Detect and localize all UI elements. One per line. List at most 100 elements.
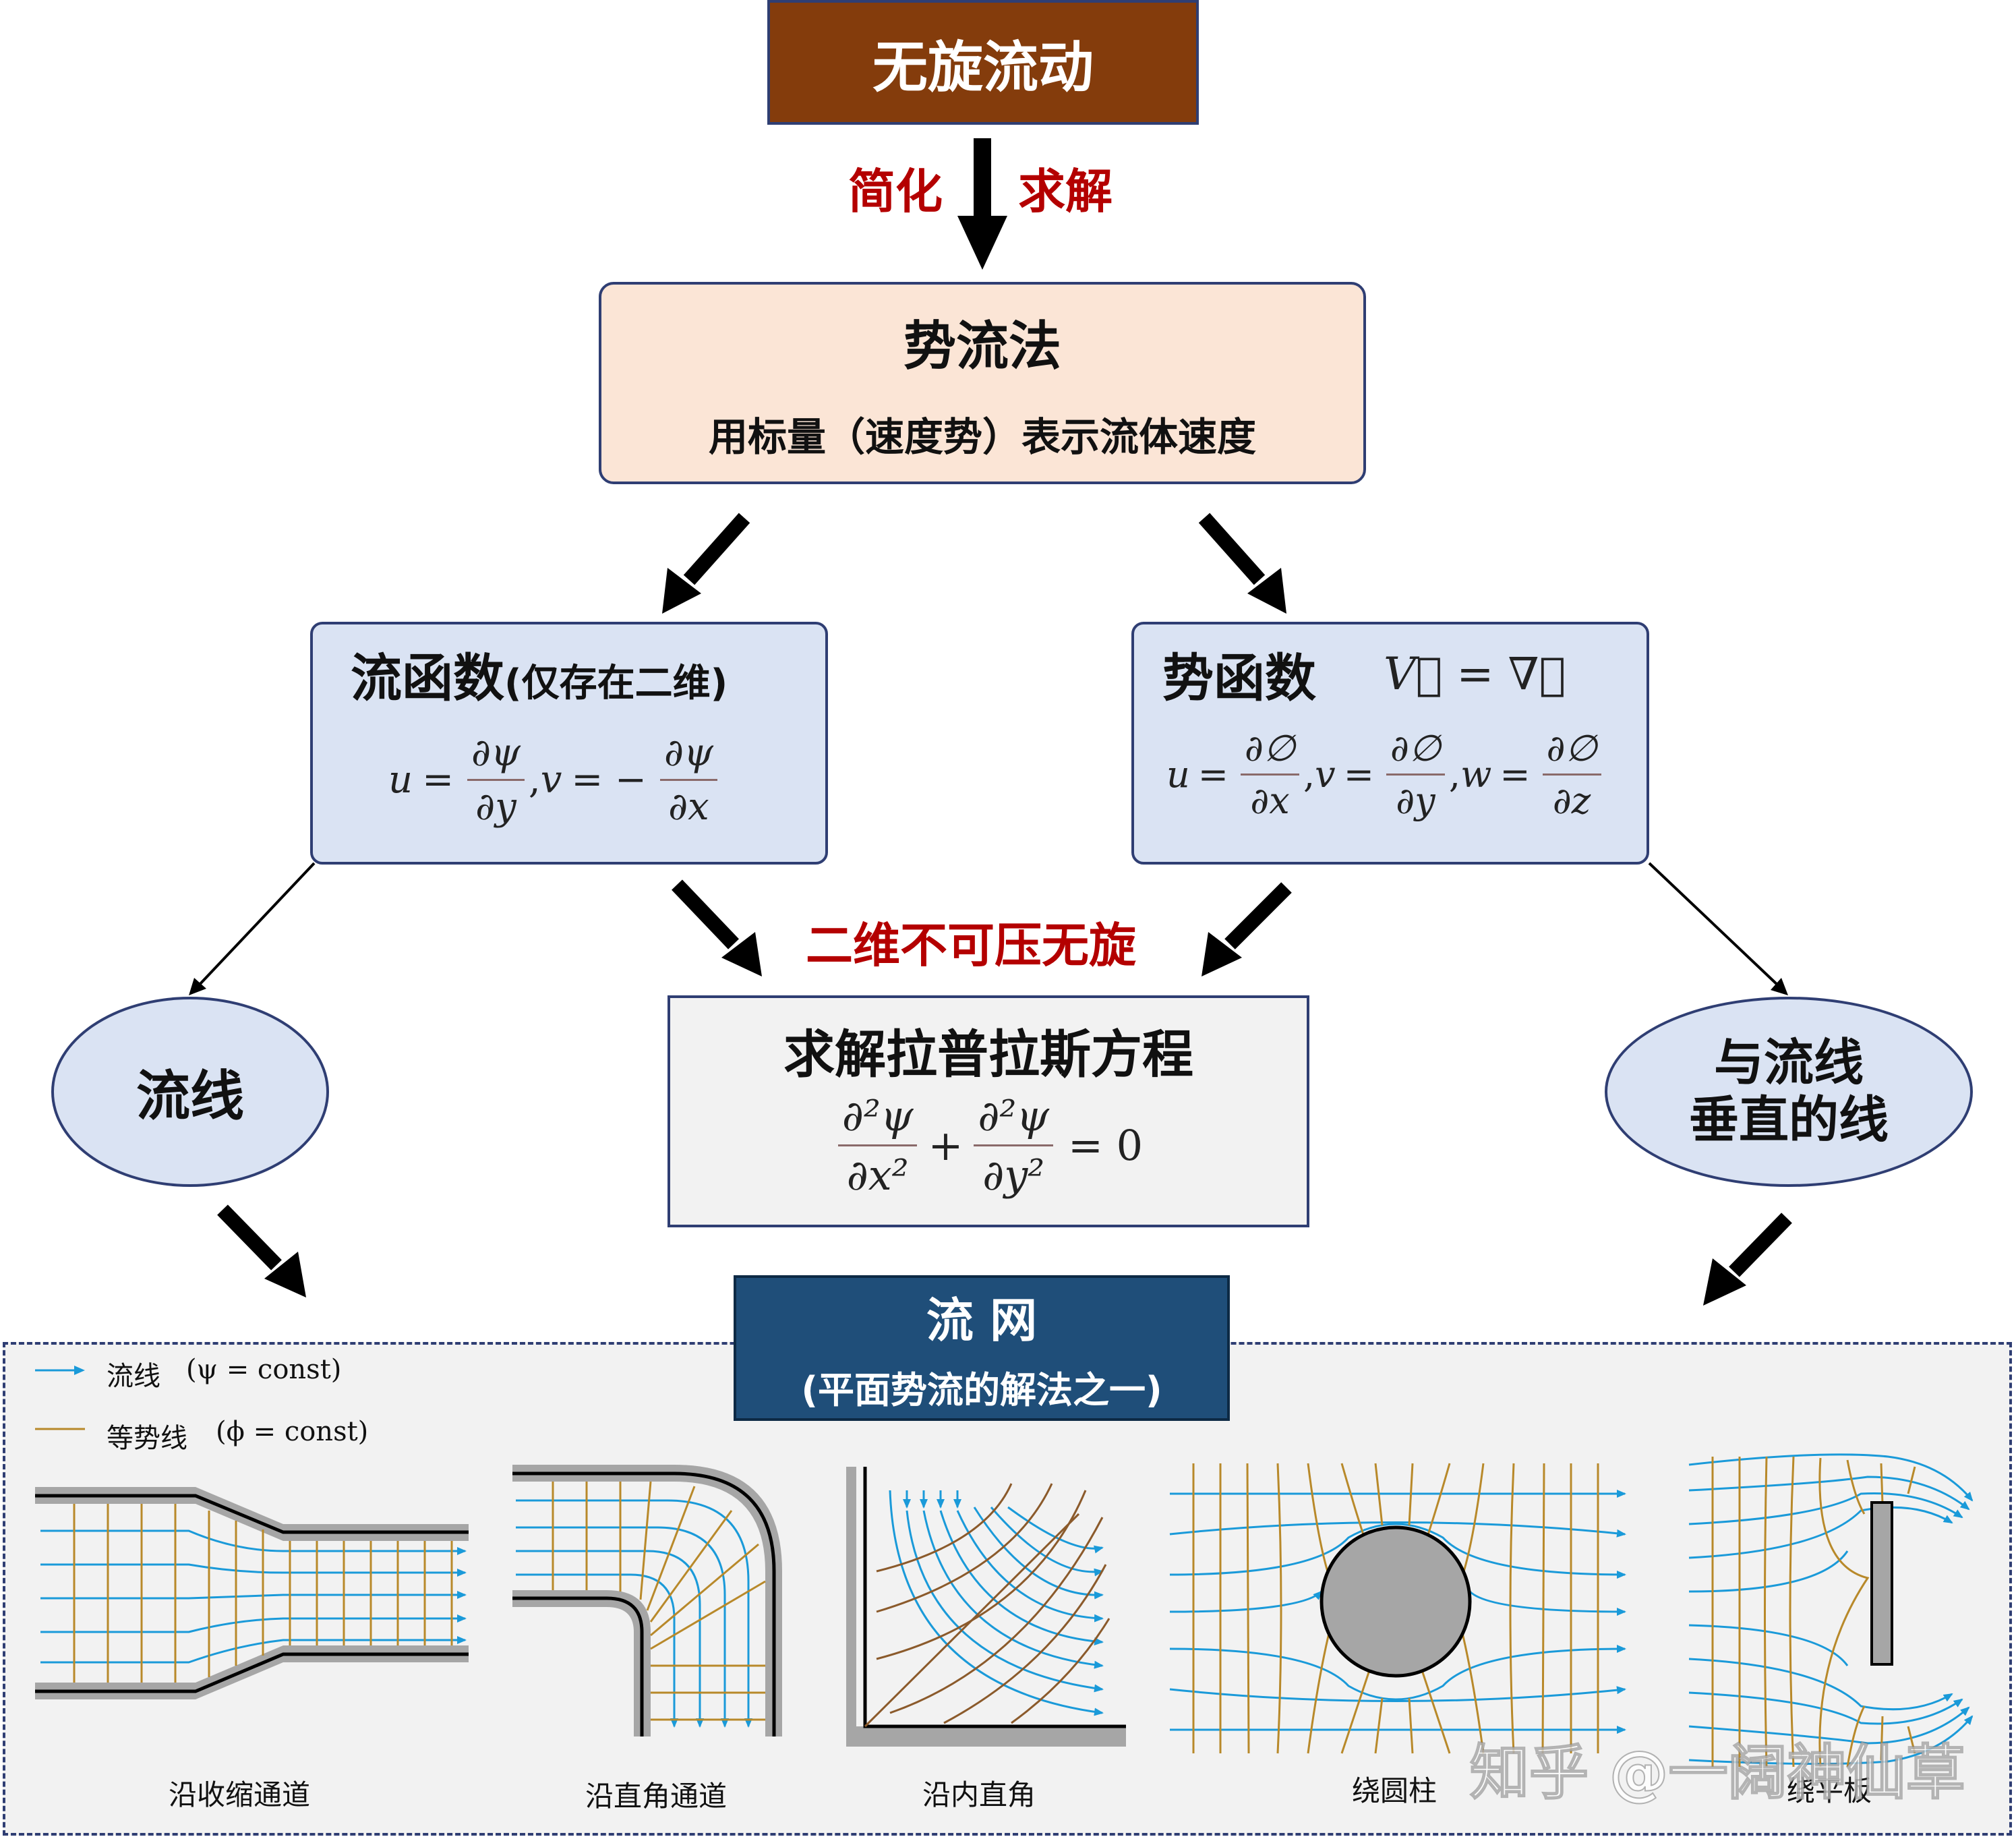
flow-net-diagrams — [35, 1453, 1974, 1768]
thin-arrow-to-streamline — [189, 862, 316, 995]
flat-plate-body — [1870, 1501, 1893, 1666]
laplace-equation: ∂²ψ ∂x² + ∂²ψ ∂y² = 0 — [834, 1091, 1143, 1200]
center-condition-label: 二维不可压无旋 — [806, 918, 1136, 973]
eq-equals: = — [422, 758, 454, 802]
fraction-numerator: ∂ψ — [467, 731, 525, 781]
fraction-denominator: ∂y — [475, 785, 516, 829]
potential-function-box: 势函数 V⃗ = ∇∅ u = ∂∅ ∂x , v = ∂∅ ∂y , w = … — [1131, 622, 1649, 865]
perpendicular-ellipse: 与流线 垂直的线 — [1605, 997, 1973, 1187]
fraction-denominator: ∂x² — [846, 1150, 909, 1200]
thin-arrow-to-perpendicular — [1648, 862, 1788, 995]
legend-streamline-eq: (ψ = const) — [186, 1354, 342, 1385]
laplace-box: 求解拉普拉斯方程 ∂²ψ ∂x² + ∂²ψ ∂y² = 0 — [668, 995, 1309, 1227]
contracting-equipotentials — [73, 1504, 453, 1683]
cylinder-streamlines — [1169, 1490, 1626, 1734]
fraction-d2psi-dx2: ∂²ψ ∂x² — [837, 1091, 918, 1200]
contracting-channel-diagram — [35, 1487, 469, 1699]
arrow-potential-to-laplace — [1202, 882, 1292, 976]
arrow-streamline-to-flownet — [217, 1204, 306, 1297]
eq-equals: = — [1500, 753, 1531, 796]
caption-flat-plate: 绕平板 — [1787, 1774, 1872, 1807]
legend-equipotential-label: 等势线 — [107, 1423, 187, 1454]
plate-equipotentials — [1711, 1456, 1916, 1768]
fraction-denominator: ∂y² — [982, 1150, 1045, 1200]
eq-u: u — [1166, 753, 1190, 796]
streamline-ellipse: 流线 — [51, 997, 329, 1187]
stream-function-equation: u = ∂ψ ∂y , v = − ∂ψ ∂x — [388, 731, 721, 829]
fraction-d2psi-dy2: ∂²ψ ∂y² — [974, 1091, 1053, 1200]
eq-equals: = — [1343, 753, 1374, 796]
caption-right-angle-channel: 沿直角通道 — [585, 1780, 728, 1813]
connector-arrows — [189, 138, 1792, 1306]
arrow-top-down — [957, 138, 1007, 270]
fraction-denominator: ∂x — [668, 785, 709, 829]
streamline-label: 流线 — [136, 1065, 244, 1128]
streamline-legend-icon — [35, 1366, 85, 1375]
fraction-numerator: ∂ψ — [659, 731, 717, 781]
fraction-denominator: ∂z — [1552, 780, 1591, 822]
fraction-dphi-dy: ∂∅ ∂y — [1386, 727, 1445, 822]
perpendicular-line2: 垂直的线 — [1689, 1091, 1889, 1149]
caption-inner-corner: 沿内直角 — [922, 1778, 1036, 1811]
eq-equals: = — [1197, 753, 1229, 796]
corner-equipotentials — [864, 1483, 1110, 1728]
laplace-title: 求解拉普拉斯方程 — [783, 1024, 1193, 1084]
arrow-to-potential-function — [1198, 513, 1286, 614]
watermark: 知乎 @一阔神仙草 — [1469, 1737, 1966, 1808]
potential-function-equation: u = ∂∅ ∂x , v = ∂∅ ∂y , w = ∂∅ ∂z — [1166, 727, 1605, 822]
flow-net-subtitle: (平面势流的解法之一) — [801, 1369, 1162, 1411]
arrow-perpendicular-to-flownet — [1703, 1213, 1792, 1306]
flat-plate-diagram — [1688, 1453, 1974, 1768]
plate-streamlines — [1688, 1453, 1974, 1765]
fraction-dpsi-dy: ∂ψ ∂y — [467, 731, 525, 829]
cylinder-diagram — [1169, 1463, 1626, 1754]
potential-vector-equation: V⃗ = ∇∅ — [1384, 647, 1566, 700]
eq-v: v — [540, 758, 562, 802]
fraction-numerator: ∂∅ — [1241, 727, 1299, 776]
fraction-dpsi-dx: ∂ψ ∂x — [659, 731, 717, 829]
fraction-denominator: ∂y — [1396, 780, 1435, 822]
stream-function-title: 流函数 — [351, 648, 504, 708]
stream-function-heading: 流函数(仅存在二维) — [351, 637, 728, 711]
caption-cylinder: 绕圆柱 — [1352, 1774, 1437, 1807]
potential-function-heading: 势函数 V⃗ = ∇∅ — [1162, 637, 1566, 711]
legend: 流线 (ψ = const) 等势线 (ϕ = const) — [34, 1354, 411, 1454]
corner-streamlines — [889, 1490, 1104, 1716]
caption-contracting-channel: 沿收缩通道 — [169, 1778, 311, 1811]
eq-u: u — [388, 758, 413, 802]
stream-function-box: 流函数(仅存在二维) u = ∂ψ ∂y , v = − ∂ψ ∂x — [310, 622, 828, 865]
arrow-to-stream-function — [662, 513, 750, 614]
fraction-numerator: ∂∅ — [1542, 727, 1601, 776]
eq-equals-minus: = − — [571, 758, 647, 802]
eq-w: w — [1460, 753, 1492, 796]
fraction-dphi-dx: ∂∅ ∂x — [1241, 727, 1299, 822]
eq-v: v — [1315, 753, 1336, 796]
fraction-denominator: ∂x — [1250, 780, 1290, 822]
fraction-dphi-dz: ∂∅ ∂z — [1542, 727, 1601, 822]
fraction-numerator: ∂∅ — [1386, 727, 1445, 776]
flow-net-title: 流 网 — [926, 1293, 1038, 1348]
plus-sign: + — [928, 1121, 963, 1170]
cylinder-body — [1320, 1525, 1472, 1678]
eq-sep: , — [1448, 753, 1461, 796]
inner-corner-diagram — [846, 1467, 1126, 1747]
cylinder-equipotentials — [1192, 1463, 1599, 1754]
potential-function-title: 势函数 — [1162, 648, 1316, 708]
equals-zero: = 0 — [1067, 1121, 1144, 1170]
solve-label: 求解 — [1018, 164, 1113, 219]
legend-equipotential-eq: (ϕ = const) — [216, 1416, 369, 1447]
eq-sep: , — [528, 758, 541, 802]
right-angle-equipotentials — [552, 1481, 766, 1721]
legend-streamline-label: 流线 — [107, 1361, 160, 1392]
method-title: 势流法 — [903, 316, 1061, 377]
stream-function-note: (仅存在二维) — [504, 662, 728, 705]
top-box: 无旋流动 — [767, 0, 1199, 125]
right-angle-channel-diagram — [512, 1465, 782, 1736]
equipotential-legend-icon — [35, 1428, 85, 1430]
simplify-label: 简化 — [848, 164, 943, 219]
method-subtitle: 用标量（速度势）表示流体速度 — [708, 414, 1256, 460]
fraction-numerator: ∂²ψ — [974, 1091, 1053, 1146]
top-title: 无旋流动 — [872, 36, 1094, 100]
flow-net-panel — [3, 1342, 2012, 1836]
fraction-numerator: ∂²ψ — [837, 1091, 918, 1146]
